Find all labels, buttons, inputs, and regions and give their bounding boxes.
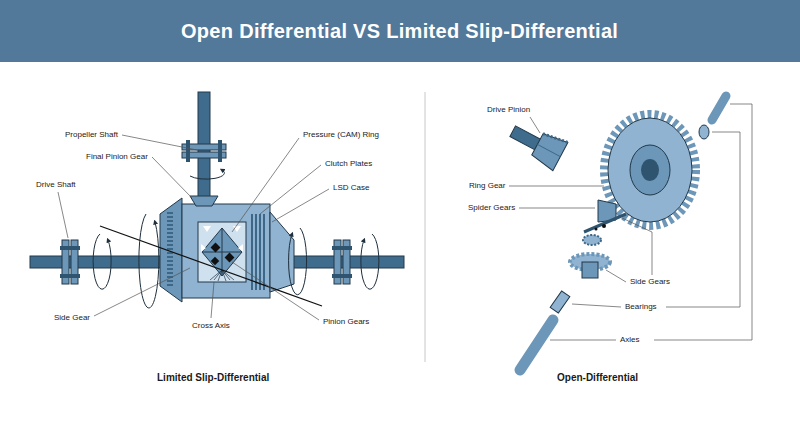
- part-label: Bearings: [625, 302, 657, 311]
- flange-bolt: [186, 140, 190, 162]
- leader-line: [152, 157, 192, 198]
- leader-line: [94, 268, 190, 316]
- ring-gear-hole: [641, 159, 659, 181]
- side-gear-teeth: [210, 270, 234, 281]
- open-diff-illustration: [505, 96, 726, 370]
- lsd-case: [182, 204, 270, 298]
- bearing-body: [550, 291, 570, 313]
- clutch-plate: [259, 214, 261, 290]
- leader-line: [530, 117, 540, 133]
- part-label: Final Pinion Gear: [86, 152, 148, 161]
- leader-lines: [58, 104, 752, 340]
- force-arrow: [238, 244, 243, 252]
- rotation-arrow: [289, 228, 307, 295]
- ring-bevel-gear: [160, 198, 182, 302]
- ring-gear-hub: [630, 145, 670, 195]
- drive-pinion: [505, 117, 568, 171]
- part-label: Drive Pinion: [487, 105, 530, 114]
- part-label: Spider Gears: [468, 203, 515, 212]
- bracket-line: [666, 132, 740, 307]
- pin-dot: [595, 228, 598, 231]
- force-arrow: [203, 226, 211, 232]
- axle: [712, 96, 726, 120]
- cross-axis: [222, 228, 223, 276]
- axle: [520, 320, 553, 370]
- case-window: [198, 222, 246, 282]
- leader-line: [122, 135, 197, 150]
- part-label: Pinion Gears: [323, 317, 369, 326]
- leader-line: [509, 186, 604, 187]
- part-label: Propeller Shaft: [65, 130, 118, 139]
- flange-bolt: [218, 140, 222, 162]
- leader-line: [260, 165, 321, 214]
- part-label: Ring Gear: [469, 181, 505, 190]
- title-band: [0, 0, 800, 62]
- part-label: Side Gears: [630, 277, 670, 286]
- axis-line: [100, 226, 322, 306]
- title-text: Open Differential VS Limited Slip-Differ…: [181, 20, 618, 43]
- bearing: [699, 125, 709, 139]
- pinion-gear: [211, 257, 219, 265]
- gear-teeth: [537, 144, 560, 156]
- leader-line: [606, 270, 626, 282]
- rotation-arrow: [190, 170, 224, 179]
- leader-line: [272, 189, 329, 222]
- final-pinion-gear: [190, 196, 218, 206]
- part-label: Drive Shaft: [36, 180, 76, 189]
- part-label: LSD Case: [333, 183, 369, 192]
- force-arrow: [201, 244, 206, 252]
- bearing: [550, 291, 570, 313]
- leader-line: [572, 304, 621, 307]
- cross-pin: [584, 214, 626, 232]
- rotation-arrow: [93, 234, 111, 289]
- leader-line: [519, 208, 595, 209]
- ring-gear: [604, 114, 696, 226]
- pinion-gear: [211, 243, 221, 253]
- clutch-plate: [251, 214, 253, 290]
- flange-bolt: [332, 274, 352, 278]
- ring-gear-face: [608, 118, 692, 222]
- pinion-gear: [530, 130, 568, 170]
- side-gear-hub: [582, 262, 598, 278]
- gear-teeth: [543, 130, 568, 146]
- part-label: Clutch Plates: [325, 159, 372, 168]
- part-label: Pressure (CAM) Ring: [303, 130, 379, 139]
- leader-line: [232, 138, 299, 232]
- flange-bolt: [60, 274, 80, 278]
- flange-bolt: [332, 246, 352, 250]
- figure-caption: Open-Differential: [557, 372, 638, 384]
- part-label: Cross Axis: [192, 321, 230, 330]
- gear-teeth: [604, 114, 696, 226]
- leader-line: [211, 282, 214, 318]
- clutch-plate: [263, 214, 265, 290]
- rotation-arrow: [361, 234, 379, 289]
- cam-ring: [202, 228, 242, 276]
- leader-line: [232, 262, 319, 320]
- lsd-illustration: [30, 92, 404, 308]
- leader-line: [58, 192, 68, 238]
- pinion-gear: [225, 253, 235, 263]
- rotation-arrow: [139, 214, 159, 308]
- flange-bolt: [60, 246, 80, 250]
- spider-gear: [583, 235, 601, 245]
- part-label: Axles: [620, 335, 640, 344]
- leader-line: [550, 340, 616, 341]
- leader-line: [622, 218, 652, 275]
- pin-dot: [602, 224, 606, 228]
- bracket-line: [654, 104, 752, 340]
- divider-line: [425, 92, 426, 362]
- part-label: Side Gear: [54, 313, 90, 322]
- figure-caption: Limited Slip-Differential: [157, 372, 269, 384]
